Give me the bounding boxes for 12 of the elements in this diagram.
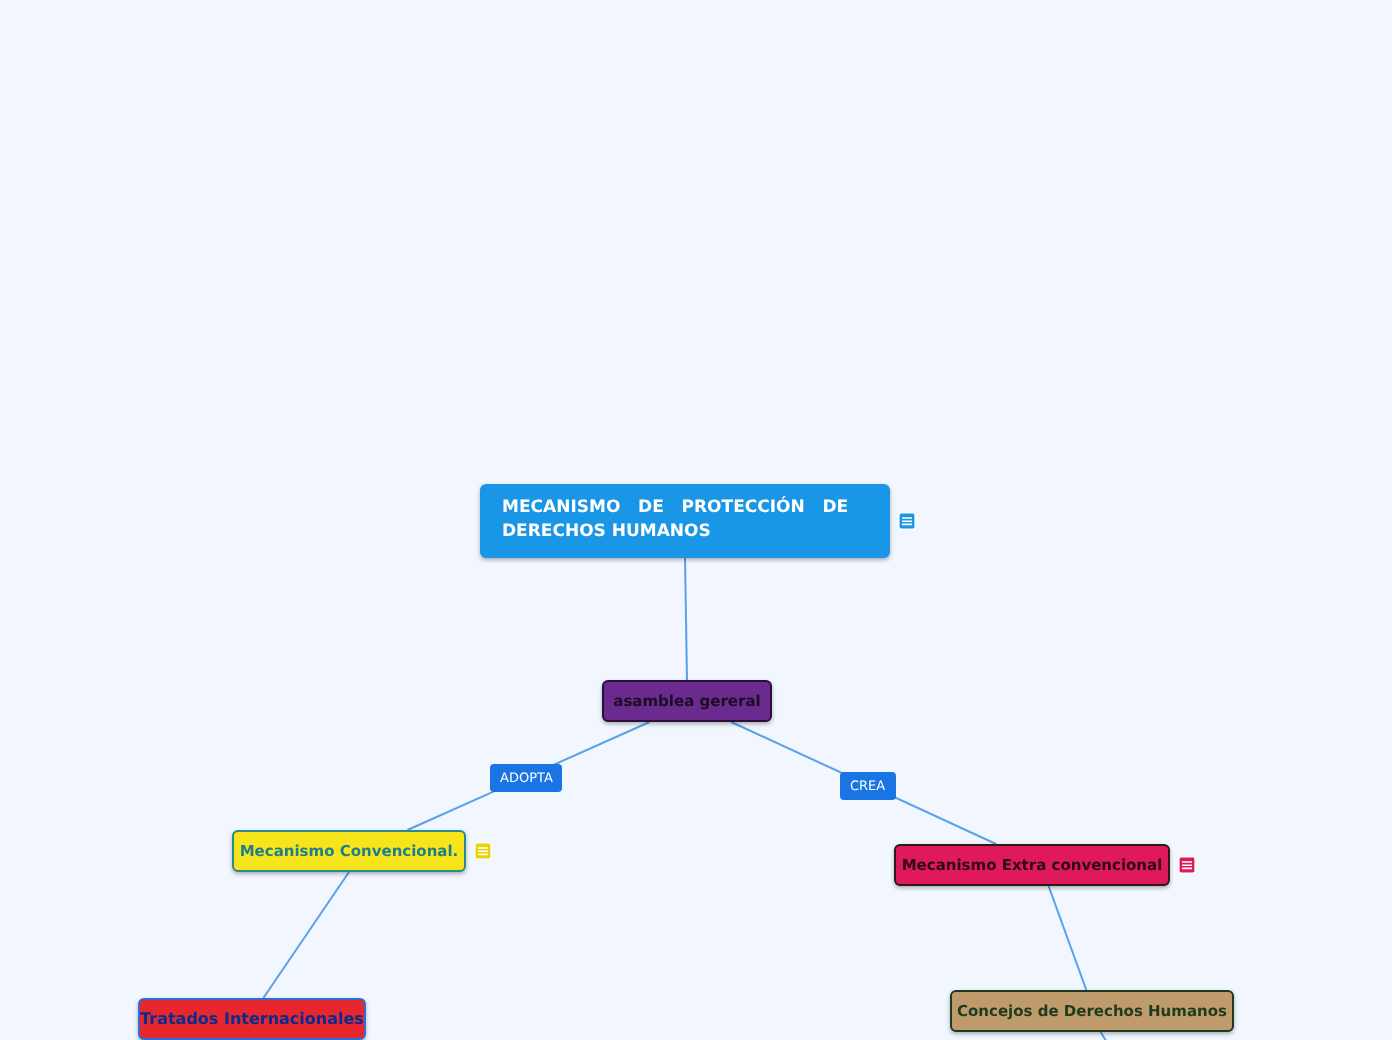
idea-box [894,844,1170,886]
connector-line [1099,1031,1109,1040]
node-text: MECANISMO DE PROTECCIÓN DE DERECHOS HUMANOS [502,498,851,544]
idea-box [232,830,466,872]
idea-box [602,680,772,722]
topic-box [480,484,890,558]
idea-box [950,990,1234,1032]
connector-line [262,871,350,999]
idea-box [138,998,366,1040]
node-text: Tratados Internacionales [140,1010,364,1028]
connector-line [684,557,688,681]
connector-line [1047,885,1088,991]
